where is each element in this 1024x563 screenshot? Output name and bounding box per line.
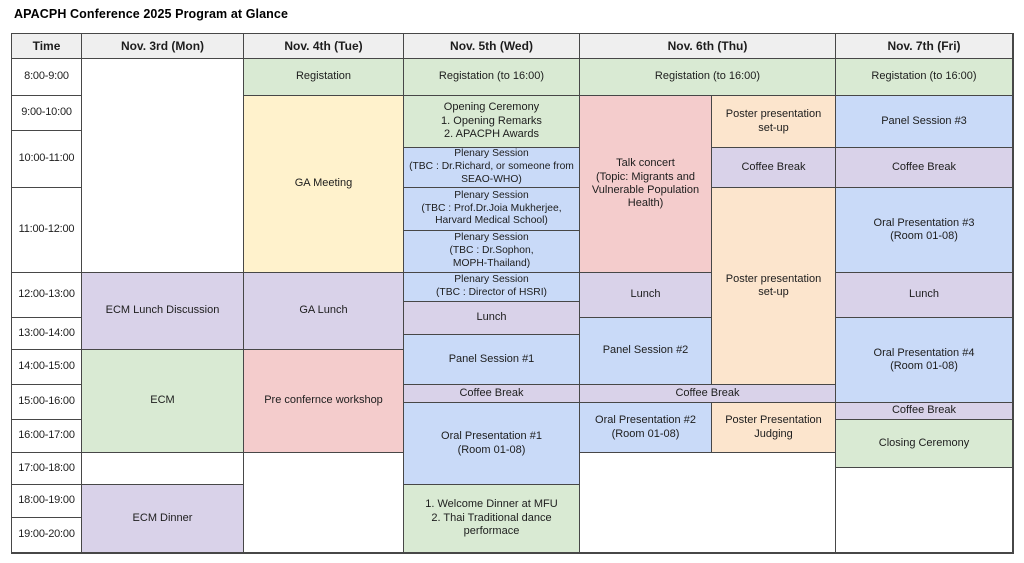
cell-time-1900-2000: 19:00-20:00 (12, 518, 82, 553)
cell-thu-talk-concert: Talk concert (Topic: Migrants and Vulner… (580, 96, 712, 273)
cell-fri-panel-session-3: Panel Session #3 (836, 96, 1013, 148)
cell-fri-coffee-break-1: Coffee Break (836, 148, 1013, 188)
cell-mon-empty-morning (82, 59, 244, 273)
cell-fri-oral-presentation-3: Oral Presentation #3 (Room 01-08) (836, 188, 1013, 273)
cell-thu-lunch: Lunch (580, 273, 712, 318)
cell-time-1500-1600: 15:00-16:00 (12, 385, 82, 420)
cell-tue-ga-meeting: GA Meeting (244, 96, 404, 273)
cell-wed-opening-ceremony: Opening Ceremony 1. Opening Remarks 2. A… (404, 96, 580, 148)
cell-time-1700-1800: 17:00-18:00 (12, 453, 82, 485)
cell-mon-empty-evening (82, 453, 244, 485)
cell-thu-poster-judging: Poster Presentation Judging (712, 403, 836, 453)
cell-thu-empty-evening (580, 453, 836, 553)
cell-fri-registration: Registation (to 16:00) (836, 59, 1013, 96)
cell-fri-lunch: Lunch (836, 273, 1013, 318)
cell-wed-oral-presentation-1: Oral Presentation #1 (Room 01-08) (404, 403, 580, 485)
cell-thu-registration: Registation (to 16:00) (580, 59, 836, 96)
cell-header-tue: Nov. 4th (Tue) (244, 34, 404, 59)
cell-thu-panel-session-2: Panel Session #2 (580, 318, 712, 385)
cell-wed-plenary-hsri: Plenary Session (TBC : Director of HSRI) (404, 273, 580, 302)
cell-fri-closing-ceremony: Closing Ceremony (836, 420, 1013, 468)
cell-time-0800-0900: 8:00-9:00 (12, 59, 82, 96)
cell-thu-poster-setup-1: Poster presentation set-up (712, 96, 836, 148)
cell-header-thu: Nov. 6th (Thu) (580, 34, 836, 59)
cell-time-0900-1000: 9:00-10:00 (12, 96, 82, 131)
cell-wed-welcome-dinner: 1. Welcome Dinner at MFU 2. Thai Traditi… (404, 485, 580, 553)
cell-header-time: Time (12, 34, 82, 59)
cell-time-1600-1700: 16:00-17:00 (12, 420, 82, 453)
cell-time-1400-1500: 14:00-15:00 (12, 350, 82, 385)
cell-thu-oral-presentation-2: Oral Presentation #2 (Room 01-08) (580, 403, 712, 453)
cell-wed-plenary-richard: Plenary Session (TBC : Dr.Richard, or so… (404, 148, 580, 188)
cell-mon-ecm-lunch-discussion: ECM Lunch Discussion (82, 273, 244, 350)
cell-thu-coffee-break-1: Coffee Break (712, 148, 836, 188)
cell-wed-registration: Registation (to 16:00) (404, 59, 580, 96)
cell-tue-pre-conference-workshop: Pre confernce workshop (244, 350, 404, 453)
cell-wed-panel-session-1: Panel Session #1 (404, 335, 580, 385)
cell-tue-registration: Registation (244, 59, 404, 96)
cell-fri-empty-evening (836, 468, 1013, 553)
cell-tue-empty-evening (244, 453, 404, 553)
cell-header-fri: Nov. 7th (Fri) (836, 34, 1013, 59)
cell-header-wed: Nov. 5th (Wed) (404, 34, 580, 59)
cell-time-1000-1100: 10:00-11:00 (12, 131, 82, 188)
cell-wed-coffee-break: Coffee Break (404, 385, 580, 403)
cell-fri-coffee-break-2: Coffee Break (836, 403, 1013, 420)
cell-fri-oral-presentation-4: Oral Presentation #4 (Room 01-08) (836, 318, 1013, 403)
cell-time-1300-1400: 13:00-14:00 (12, 318, 82, 350)
cell-tue-ga-lunch: GA Lunch (244, 273, 404, 350)
cell-header-mon: Nov. 3rd (Mon) (82, 34, 244, 59)
cell-mon-ecm-dinner: ECM Dinner (82, 485, 244, 553)
cell-thu-poster-setup-2: Poster presentation set-up (712, 188, 836, 385)
cell-time-1100-1200: 11:00-12:00 (12, 188, 82, 273)
cell-time-1200-1300: 12:00-13:00 (12, 273, 82, 318)
cell-thu-coffee-break-2: Coffee Break (580, 385, 836, 403)
cell-time-1800-1900: 18:00-19:00 (12, 485, 82, 518)
cell-mon-ecm: ECM (82, 350, 244, 453)
page-title: APACPH Conference 2025 Program at Glance (14, 7, 289, 21)
cell-wed-lunch: Lunch (404, 302, 580, 335)
cell-wed-plenary-sophon: Plenary Session (TBC : Dr.Sophon, MOPH-T… (404, 231, 580, 273)
cell-wed-plenary-mukherjee: Plenary Session (TBC : Prof.Dr.Joia Mukh… (404, 188, 580, 231)
